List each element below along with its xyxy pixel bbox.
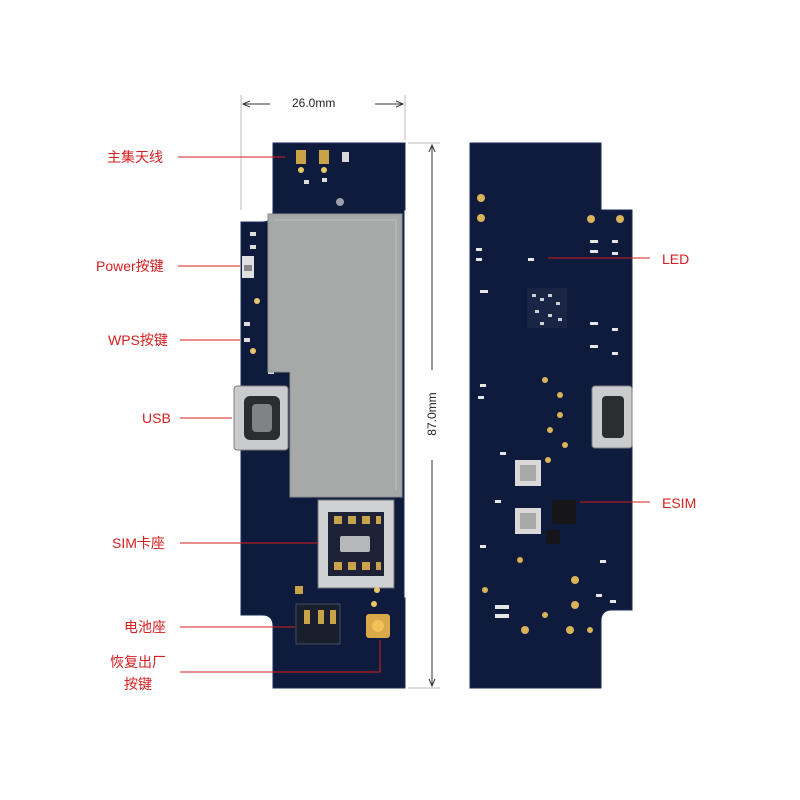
sim-slot-label: SIM卡座: [112, 535, 165, 551]
callout-lines: [178, 156, 650, 673]
esim-label: ESIM: [662, 495, 697, 511]
factory-reset-label-line1: 恢复出厂: [110, 654, 166, 670]
wps-button-label: WPS按键: [108, 332, 168, 348]
dimension-lines: [240, 95, 440, 689]
battery-holder-label: 电池座: [124, 619, 166, 635]
antenna-pad: [296, 150, 306, 164]
led-label: LED: [662, 251, 690, 267]
width-dimension-label: 26.0mm: [292, 96, 336, 110]
main-antenna-label: 主集天线: [107, 149, 163, 165]
factory-reset-label-line2: 按键: [124, 676, 152, 692]
power-button-label: Power按键: [96, 258, 164, 274]
front-pcb-board: [233, 142, 406, 689]
usb-label: USB: [142, 410, 171, 426]
height-dimension-label: 87.0mm: [425, 392, 439, 436]
rf-shield: [267, 213, 403, 498]
antenna-pad: [319, 150, 329, 164]
back-pcb-board: [469, 142, 633, 689]
